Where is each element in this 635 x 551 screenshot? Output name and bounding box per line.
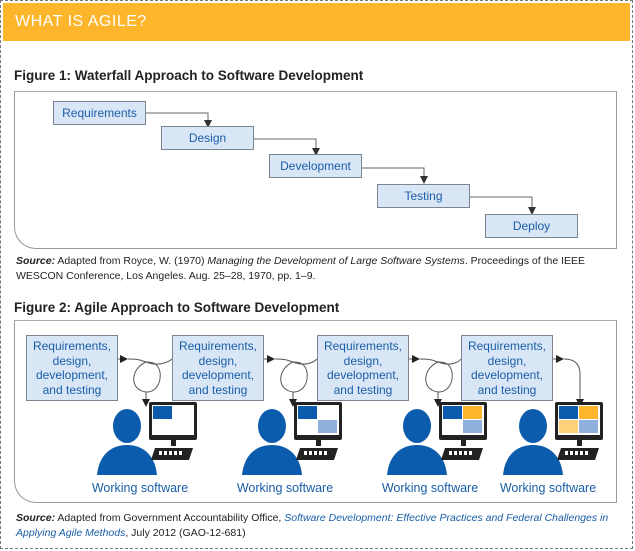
keyboard-key [324,451,327,455]
loop-connector-3 [409,355,462,407]
waterfall-step-development: Development [269,154,362,178]
arrow-design-to-development [254,138,320,156]
header-title: WHAT IS AGILE? [15,13,147,30]
person-head-icon [258,409,286,443]
screen-tile-orange [463,406,482,419]
figure2-title: Figure 2: Agile Approach to Software Dev… [14,300,340,315]
monitor-stand [461,440,466,446]
source-label: Source: [16,512,56,524]
screen-tile-light-blue [579,420,598,433]
final-connector [553,355,584,407]
arrow-testing-to-deploy [470,196,536,215]
source-suffix: , July 2012 (GAO-12-681) [125,527,246,539]
agile-iteration-box-2: Requirements, design, development, and t… [172,335,264,401]
keyboard-key [314,451,317,455]
waterfall-step-design: Design [161,126,254,150]
keyboard-key [159,451,162,455]
working-software-label-4: Working software [499,481,597,495]
source-work-title: Managing the Development of Large Softwa… [207,255,465,267]
person-head-icon [403,409,431,443]
keyboard-key [580,451,583,455]
working-software-icon-4 [503,402,603,475]
person-head-icon [519,409,547,443]
keyboard-key [169,451,172,455]
keyboard-key [575,451,578,455]
person-body-icon [503,445,563,475]
working-software-icon-2 [242,402,342,475]
working-software-label-2: Working software [236,481,334,495]
keyboard-key [454,451,457,455]
keyboard-key [174,451,177,455]
screen-tile-light-blue [463,420,482,433]
person-body-icon [97,445,157,475]
screen-tile-blue [443,406,462,419]
header-banner: WHAT IS AGILE? [3,3,630,41]
waterfall-step-testing: Testing [377,184,470,208]
agile-iteration-box-1: Requirements, design, development, and t… [26,335,118,401]
source-suffix: . Proceedings of the IEEE WESCON Confere… [16,255,586,282]
agile-iteration-box-4: Requirements, design, development, and t… [461,335,553,401]
keyboard-key [585,451,588,455]
working-software-label-3: Working software [381,481,479,495]
keyboard-key [570,451,573,455]
keyboard-key [469,451,472,455]
person-head-icon [113,409,141,443]
keyboard-key [459,451,462,455]
person-body-icon [242,445,302,475]
figure2-source: Source: Adapted from Government Accounta… [16,511,616,541]
source-label: Source: [16,255,56,267]
monitor-stand [171,440,176,446]
keyboard-key [304,451,307,455]
screen-tile-orange [579,406,598,419]
source-work-link[interactable]: Software Development: Effective Practice… [16,512,609,539]
working-software-icon-1 [97,402,197,475]
screen-tile-light-blue [318,420,337,433]
screen-tile-blue [153,406,172,419]
monitor-stand [577,440,582,446]
figure1-source: Source: Adapted from Royce, W. (1970) Ma… [16,254,616,284]
figure2-panel [14,320,617,503]
loop-connector-2 [264,355,318,407]
screen-tile-blue [559,406,578,419]
keyboard-key [179,451,182,455]
source-prefix: Adapted from Royce, W. (1970) [55,255,208,267]
keyboard-key [449,451,452,455]
screen-tile-light-orange [559,420,578,433]
person-body-icon [387,445,447,475]
working-software-icon-3 [387,402,487,475]
arrow-requirements-to-design [146,112,212,128]
figure1-title: Figure 1: Waterfall Approach to Software… [14,68,364,83]
screen-tile-blue [298,406,317,419]
source-prefix: Adapted from Government Accountability O… [55,512,285,524]
keyboard-key [464,451,467,455]
agile-iteration-box-3: Requirements, design, development, and t… [317,335,409,401]
working-software-label-1: Working software [91,481,189,495]
waterfall-step-deploy: Deploy [485,214,578,238]
arrow-development-to-testing [362,167,428,184]
keyboard-key [319,451,322,455]
waterfall-step-requirements: Requirements [53,101,146,125]
keyboard-key [164,451,167,455]
monitor-stand [316,440,321,446]
loop-connector-1 [117,355,173,407]
figure1-panel [14,91,617,249]
keyboard-key [309,451,312,455]
keyboard-key [565,451,568,455]
